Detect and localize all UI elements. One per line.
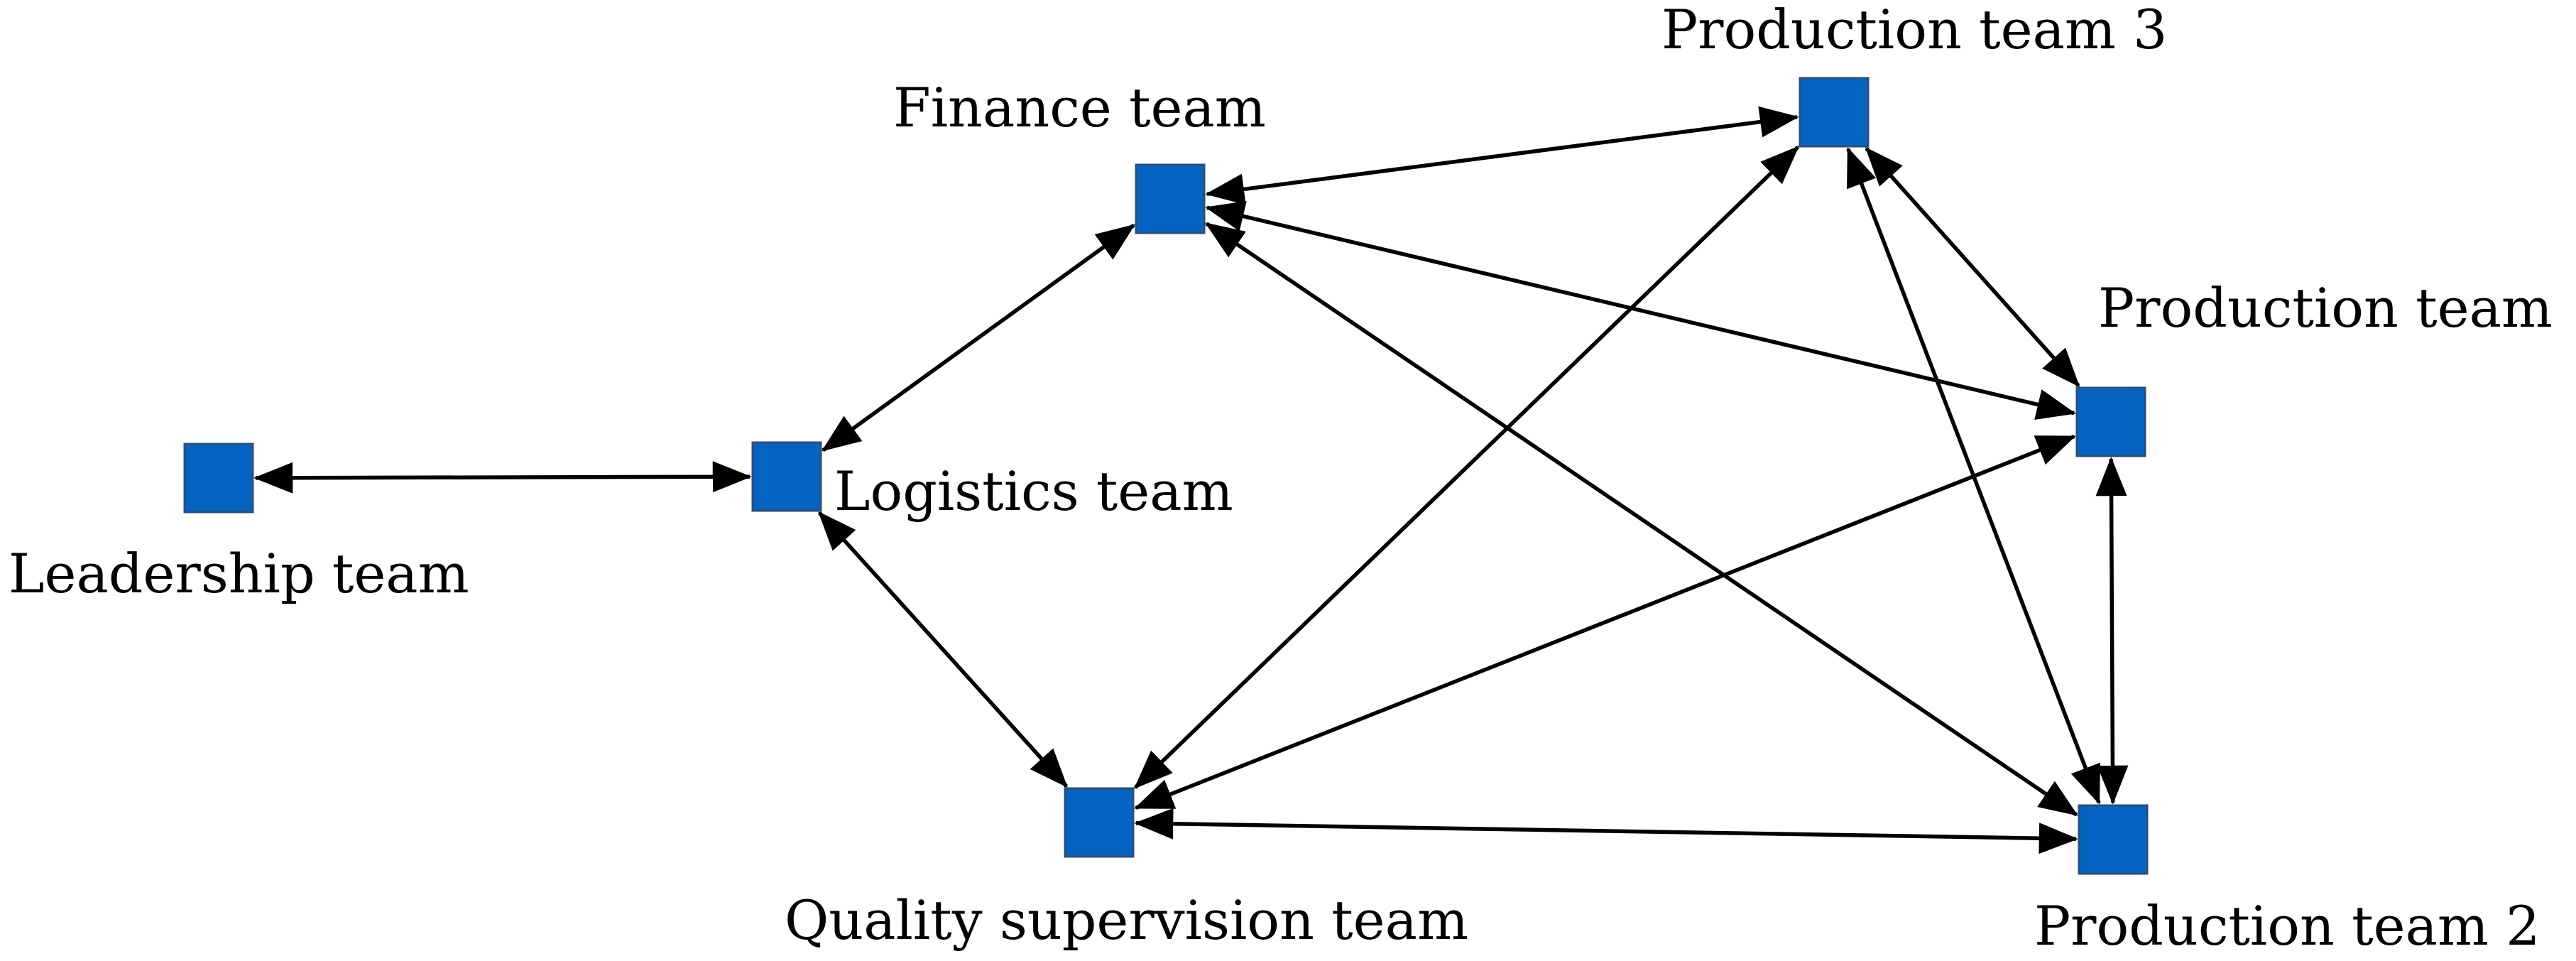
edge-prod1-prod2 [2095, 457, 2129, 805]
production-team-3-label: Production team 3 [1661, 0, 2168, 61]
logistics-team-label: Logistics team [834, 460, 1233, 523]
leadership-team-label: Leadership team [9, 542, 469, 605]
edge-leadership-logistics [253, 461, 752, 494]
edge-quality-prod2 [1134, 808, 2078, 854]
leadership-team-node[interactable] [183, 443, 254, 514]
production-team-2-node[interactable] [2078, 804, 2149, 875]
quality-supervision-team-node[interactable] [1064, 787, 1135, 858]
production-team-1-label: Production team 1 [2098, 276, 2576, 340]
edge-logistics-quality [817, 511, 1069, 788]
logistics-team-node[interactable] [751, 441, 822, 512]
edge-prod3-prod2 [1846, 147, 2101, 805]
edge-logistics-finance [821, 223, 1136, 452]
production-team-2-label: Production team 2 [2034, 894, 2540, 957]
edge-finance-prod3 [1205, 106, 1799, 205]
production-team-1-node[interactable] [2075, 386, 2146, 457]
quality-supervision-team-label: Quality supervision team [785, 889, 1468, 952]
finance-team-label: Finance team [893, 76, 1266, 139]
finance-team-node[interactable] [1135, 163, 1206, 234]
nodes-layer [183, 77, 2149, 875]
labels-layer: Leadership team Logistics team Finance t… [9, 0, 2576, 957]
edges-layer [253, 106, 2129, 854]
edge-prod3-prod1 [1865, 146, 2080, 388]
production-team-3-node[interactable] [1799, 77, 1870, 148]
